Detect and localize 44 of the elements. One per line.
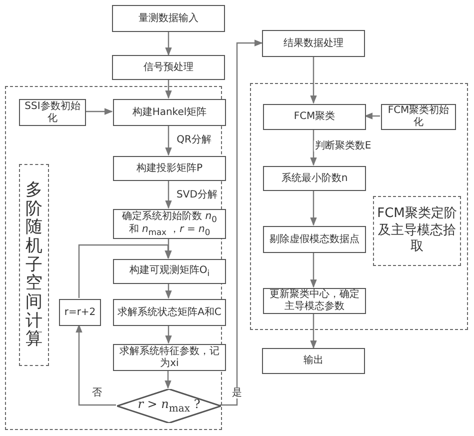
arrow: [310, 252, 317, 288]
arrow: [220, 40, 263, 406]
process-box: 输出: [262, 348, 365, 374]
process-box: 构建投影矩阵P: [113, 156, 226, 181]
arrow: [165, 80, 172, 99]
arrow: [165, 32, 172, 56]
arrow: [310, 190, 317, 226]
edge-label: 判断聚类数E: [314, 140, 372, 152]
arrow: [165, 325, 172, 344]
process-box: 确定系统初始阶数 n$_{0}$ 和 n$_{max}$ ，r = n$_{0}$: [113, 209, 226, 239]
edge-label: 是: [231, 388, 243, 398]
arrow: [164, 370, 172, 389]
process-box: 剔除虚假模态数据点: [263, 226, 366, 253]
arrow: [165, 180, 172, 209]
process-box: 系统最小阶数n: [263, 166, 366, 191]
edge-label: 否: [91, 388, 103, 398]
arrow: [165, 283, 172, 299]
edge-label: QR分解: [176, 134, 212, 146]
arrow: [78, 244, 172, 298]
title-frame: FCM聚类定阶及主导模态拾取: [373, 196, 461, 266]
arrow: [310, 57, 317, 104]
process-box: 求解系统状态矩阵A和C: [113, 299, 226, 326]
arrow: [85, 108, 113, 115]
edge-label: SVD分解: [176, 190, 218, 200]
process-box: 结果数据处理: [262, 30, 365, 57]
process-box: 构建Hankel矩阵: [113, 99, 226, 126]
process-box: 量测数据输入: [112, 5, 225, 32]
process-box: FCM聚类初始化: [381, 104, 456, 130]
process-box: FCM聚类: [263, 104, 366, 130]
process-box: 构建可观测矩阵O$_{i}$: [113, 259, 226, 284]
arrow: [165, 125, 172, 156]
title-frame: 多阶随机子空间计算: [19, 164, 49, 366]
arrow: [310, 129, 317, 166]
arrow: [165, 238, 172, 259]
process-box: SSI参数初始化: [19, 99, 86, 126]
process-box: 求解系统特征参数，记为xi: [113, 344, 226, 371]
decision-diamond: r > n$_{max}$ ?: [117, 389, 221, 423]
dashed-frame: [250, 83, 468, 330]
process-box: 更新聚类中心，确定主导模态参数: [263, 288, 366, 314]
arrow: [76, 324, 116, 406]
arrow: [364, 112, 380, 120]
process-box: r=r+2: [59, 299, 101, 326]
process-box: 信号预处理: [112, 55, 225, 80]
arrow: [310, 313, 317, 349]
